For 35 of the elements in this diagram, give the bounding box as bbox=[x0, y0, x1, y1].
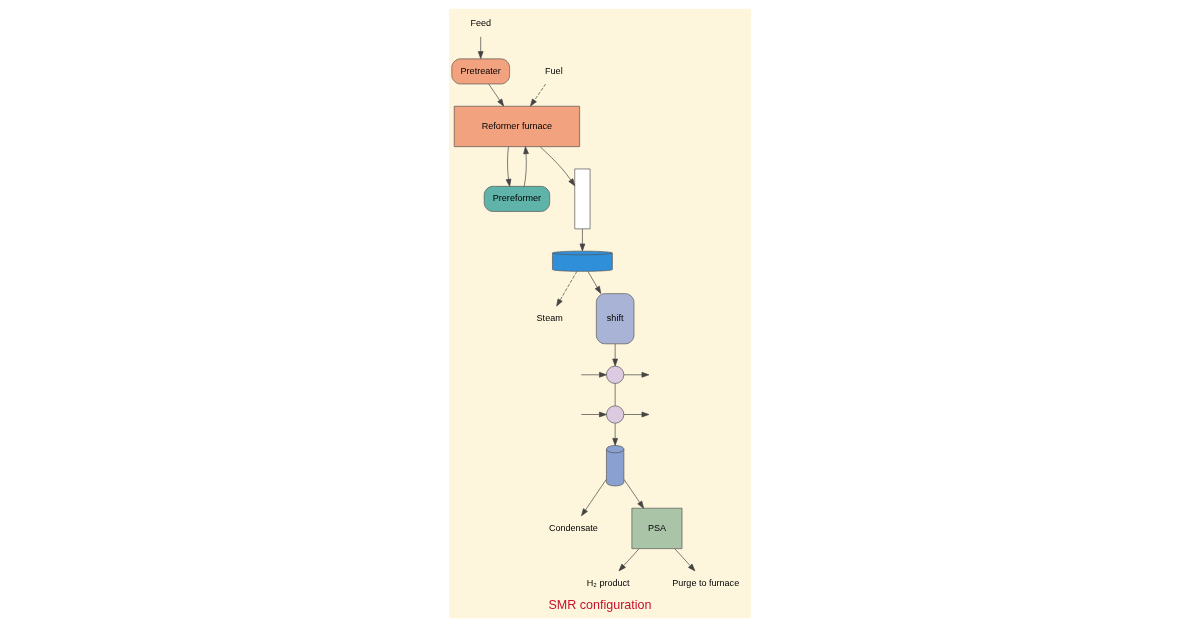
node-text: H₂ product bbox=[586, 577, 630, 588]
connector bbox=[614, 383, 616, 407]
arrow bbox=[580, 372, 607, 378]
node-box: Reformer furnace bbox=[453, 105, 580, 147]
caption: SMR configuration bbox=[548, 597, 652, 612]
arrow bbox=[623, 411, 650, 418]
node-box: shift bbox=[596, 293, 635, 345]
arrow bbox=[612, 423, 618, 446]
arrow bbox=[488, 83, 504, 107]
node-box: PSA bbox=[631, 507, 683, 549]
arrow bbox=[618, 548, 640, 572]
arrow bbox=[623, 479, 644, 509]
arrow bbox=[556, 271, 578, 307]
arrow bbox=[539, 146, 576, 187]
node-circle bbox=[606, 405, 625, 424]
arrow bbox=[530, 83, 546, 107]
arrow bbox=[579, 228, 586, 252]
node-text: Fuel bbox=[545, 65, 563, 76]
arrow bbox=[623, 372, 650, 378]
arrow bbox=[477, 36, 484, 59]
arrow bbox=[580, 411, 607, 418]
arrow bbox=[587, 271, 602, 294]
arrow bbox=[612, 343, 618, 367]
node-box: Pretreater bbox=[451, 58, 510, 85]
arrow bbox=[523, 146, 529, 187]
node-text: Steam bbox=[536, 313, 563, 324]
node-text: Feed bbox=[470, 18, 492, 29]
node-circle bbox=[606, 365, 625, 384]
arrow bbox=[505, 146, 512, 187]
node-box bbox=[574, 168, 591, 230]
node-text: Condensate bbox=[548, 522, 598, 533]
arrow bbox=[674, 548, 696, 572]
node-text: Purge to furnace bbox=[672, 577, 740, 588]
arrow bbox=[581, 479, 607, 517]
node-box: Prereformer bbox=[483, 186, 550, 212]
